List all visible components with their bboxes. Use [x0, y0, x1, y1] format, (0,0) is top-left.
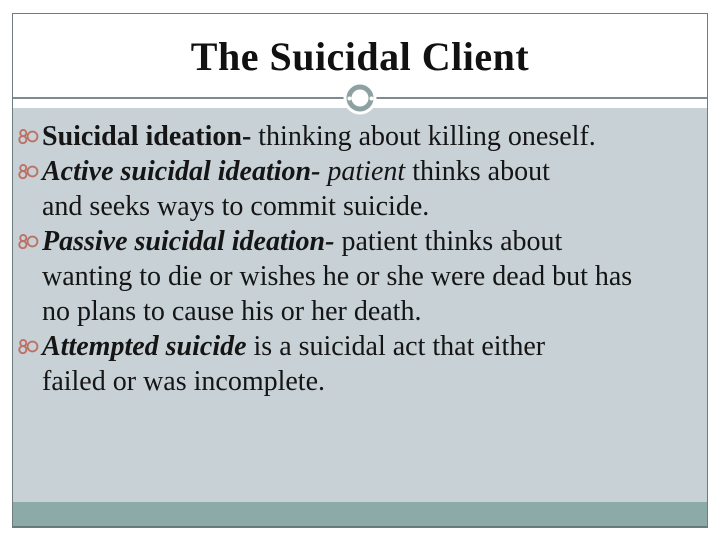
bullet-text-line: Active suicidal ideation- patient thinks… — [42, 156, 550, 187]
bullet-item: Attempted suicide is a suicidal act that… — [18, 329, 693, 399]
bullet-text-line: Attempted suicide is a suicidal act that… — [42, 331, 546, 362]
ring-circle-ornament-icon — [346, 84, 374, 112]
bullet-item: Passive suicidal ideation- patient think… — [18, 224, 693, 329]
double-loop-bullet-icon — [18, 233, 39, 250]
footer-band — [13, 502, 707, 527]
bullet-list: Suicidal ideation- thinking about killin… — [13, 108, 707, 399]
bullet-text-line: Passive suicidal ideation- patient think… — [42, 226, 563, 257]
slide-body: Suicidal ideation- thinking about killin… — [13, 108, 707, 502]
double-loop-bullet-icon — [18, 163, 39, 180]
double-loop-bullet-icon — [18, 128, 39, 145]
double-loop-bullet-icon — [18, 338, 39, 355]
bullet-text-line: wanting to die or wishes he or she were … — [42, 261, 633, 292]
bullet-text-line: and seeks ways to commit suicide. — [42, 191, 430, 222]
presentation-slide: The Suicidal Client Suicidal ideation- t… — [12, 13, 708, 528]
bullet-item: Active suicidal ideation- patient thinks… — [18, 154, 693, 224]
slide-title: The Suicidal Client — [190, 33, 530, 79]
bullet-text-line: Suicidal ideation- thinking about killin… — [42, 121, 596, 152]
bullet-item: Suicidal ideation- thinking about killin… — [18, 119, 693, 154]
bullet-text-line: failed or was incomplete. — [42, 366, 326, 397]
bullet-text-line: no plans to cause his or her death. — [42, 296, 422, 327]
